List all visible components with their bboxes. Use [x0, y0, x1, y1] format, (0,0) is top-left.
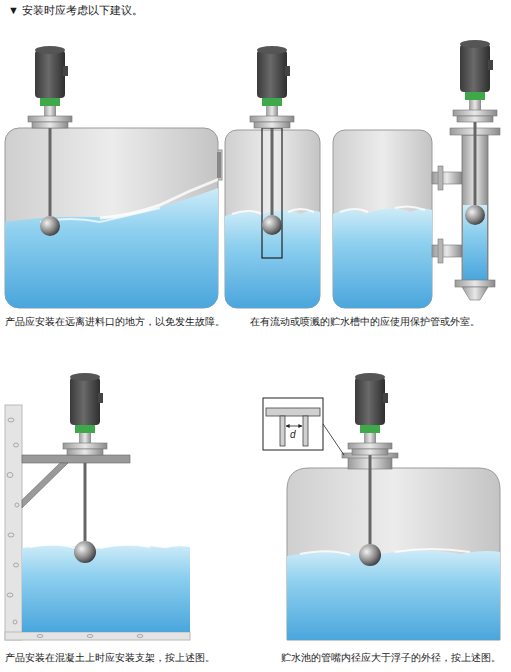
external-chamber-figure-part: [432, 172, 462, 184]
protective-tube-figure: [225, 46, 320, 308]
tank-inlet-figure-part: [5, 178, 218, 308]
external-chamber-figure-part: [438, 239, 443, 263]
nozzle-tank-figure-part: [263, 398, 323, 450]
external-chamber-figure-part: [438, 166, 443, 190]
concrete-bracket-figure-part-part: [13, 620, 17, 624]
concrete-bracket-figure-part: [5, 632, 190, 640]
concrete-bracket-figure-part: [22, 463, 68, 508]
external-chamber-figure-part: [432, 245, 462, 257]
concrete-bracket-figure-part-part: [14, 443, 19, 447]
caption: 贮水池的管嘴内径应大于浮子的外径，按上述图。: [281, 652, 501, 665]
nozzle-tank-figure: [263, 373, 500, 640]
concrete-bracket-figure-part-part: [137, 635, 143, 638]
external-chamber-figure-part: [333, 130, 432, 308]
concrete-bracket-figure-part: [22, 455, 130, 463]
nozzle-tank-figure-part: [287, 549, 500, 640]
nozzle-tank-figure-part-part: [287, 550, 500, 640]
nozzle-tank-figure-part: [323, 424, 344, 455]
tank-inlet-figure-part-part: [40, 208, 160, 222]
nozzle-tank-figure-part: [348, 373, 392, 455]
external-chamber-figure-part: [333, 206, 432, 308]
concrete-bracket-figure-part: [74, 541, 96, 563]
tank-inlet-figure-part: [28, 46, 72, 128]
nozzle-tank-figure-part: [266, 408, 320, 416]
external-chamber-figure-part: [453, 40, 497, 122]
external-chamber-figure-part: [474, 122, 477, 205]
nozzle-tank-figure-part: [303, 416, 308, 446]
concrete-bracket-figure-part: [5, 405, 22, 640]
protective-tube-figure-part-part: [225, 210, 320, 308]
protective-tube-figure-part: [262, 128, 282, 258]
external-chamber-figure-part-part: [340, 206, 425, 212]
tank-inlet-figure-part-part: [100, 178, 218, 218]
concrete-bracket-figure-part-part: [87, 635, 93, 638]
external-chamber-figure: [333, 40, 500, 308]
nozzle-tank-figure-part: [286, 426, 302, 427]
concrete-bracket-figure-part-part: [7, 593, 13, 597]
tank-inlet-figure-part: [40, 216, 60, 236]
tank-inlet-figure-part-part: [5, 188, 218, 308]
external-chamber-figure-part: [465, 205, 485, 225]
concrete-bracket-figure-part-part: [8, 533, 14, 537]
dimension-label: d: [290, 429, 296, 442]
concrete-bracket-figure-part: [84, 463, 87, 541]
external-chamber-figure-part: [455, 280, 495, 287]
external-chamber-figure-part: [462, 287, 488, 300]
heading: ▼ 安装时应考虑以下建议。: [8, 4, 143, 18]
protective-tube-figure-part: [271, 128, 274, 215]
caption: 产品安装在混凝土上时应安装支架，按上述图。: [5, 652, 215, 665]
tank-inlet-figure-part: [217, 152, 221, 178]
concrete-bracket-figure-part-part: [7, 473, 13, 478]
nozzle-tank-figure-part: [287, 468, 500, 640]
protective-tube-figure-part: [250, 46, 294, 128]
nozzle-tank-figure-part: [359, 544, 381, 566]
caption: 在有流动或喷溅的贮水槽中的应使用保护管或外室。: [250, 316, 480, 329]
nozzle-tank-figure-part-part: [300, 549, 470, 555]
tank-inlet-figure: [5, 46, 222, 308]
nozzle-tank-figure-part: [369, 455, 372, 544]
concrete-bracket-figure-part: [63, 373, 107, 455]
concrete-bracket-figure-part-part: [37, 635, 43, 638]
concrete-bracket-figure: [5, 373, 190, 640]
caption: 产品应安装在远离进料口的地方，以免发生故障。: [5, 316, 225, 329]
nozzle-tank-figure-part: [280, 416, 285, 446]
concrete-bracket-figure-part-part: [14, 563, 19, 567]
tank-inlet-figure-part: [49, 128, 52, 216]
concrete-bracket-figure-part-part: [15, 503, 19, 507]
external-chamber-figure-part-part: [333, 208, 432, 308]
external-chamber-figure-part: [463, 205, 487, 280]
protective-tube-figure-part: [262, 215, 282, 235]
concrete-bracket-figure-part-part: [8, 418, 14, 422]
concrete-bracket-figure-part: [22, 545, 190, 632]
